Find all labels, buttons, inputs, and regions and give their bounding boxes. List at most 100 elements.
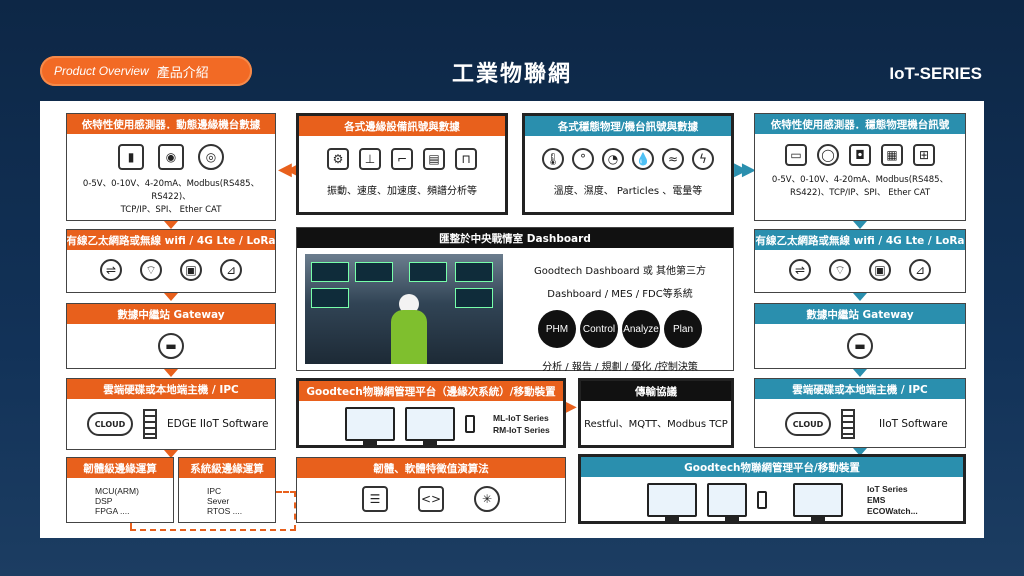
wifi-icon: ⌔ [829, 259, 851, 281]
left-cloud-title: 雲端硬碟或本地端主機 / IPC [67, 379, 275, 399]
gauge-icon: ◔ [602, 148, 624, 170]
left-network-title: 有線乙太網路或無線 wifi / 4G Lte / LoRa [67, 230, 275, 250]
platform-item: IoT Series [867, 483, 908, 494]
chevron-right-icon: ▶ [566, 399, 577, 415]
drill-icon: ⊥ [359, 148, 381, 170]
dashed-connector [130, 523, 132, 531]
server-icon [143, 409, 157, 439]
firmware-edge-box: 韌體級邊緣運算 MCU(ARM) DSP FPGA .... [66, 457, 174, 523]
wifi-icon: ⌔ [140, 259, 162, 281]
motor-icon: ⚙ [327, 148, 349, 170]
left-sensor-text1: 0-5V、0-10V、4-20mA、Modbus(RS485、RS422)、 [82, 179, 260, 202]
cloud-icon: CLOUD [87, 412, 133, 436]
environment-box: 各式穩態物理/機台訊號與數據 🌡 ° ◔ 💧 ≈ ϟ 溫度、濕度、 Partic… [522, 113, 734, 215]
control-badge: Control [580, 310, 618, 348]
dashboard-title: 匯整於中央戰情室 Dashboard [297, 228, 733, 248]
left-sensor-title: 依特性使用感測器．動態邊緣機台數據 [67, 114, 275, 134]
system-edge-box: 系統級邊緣運算 IPC Sever RTOS .... [178, 457, 276, 523]
right-platform-title: Goodtech物聯網管理平台/移動裝置 [581, 457, 963, 477]
algorithm-title: 韌體、軟體特徵值演算法 [297, 458, 565, 478]
lora-icon: ⊿ [220, 259, 242, 281]
tablet-icon [707, 483, 747, 521]
left-gateway-title: 數據中繼站 Gateway [67, 304, 275, 324]
4g-icon: ▣ [869, 259, 891, 281]
right-gateway-title: 數據中繼站 Gateway [755, 304, 965, 324]
left-gateway-box: 數據中繼站 Gateway ▬ [66, 303, 276, 369]
dashboard-line1: Goodtech Dashboard 或 其他第三方 [533, 266, 707, 277]
water-icon: ≈ [662, 148, 684, 170]
fw-item: FPGA .... [95, 506, 130, 516]
protocol-text: Restful、MQTT、Modbus TCP [584, 419, 728, 430]
machine-icon: ▤ [423, 148, 445, 170]
arrow-down-icon [164, 221, 178, 229]
cloud-icon: CLOUD [785, 412, 831, 436]
right-network-title: 有線乙太網路或無線 wifi / 4G Lte / LoRa [755, 230, 965, 250]
router-icon: ▬ [847, 333, 873, 359]
platform-item: RM-IoT Series [493, 425, 550, 435]
database-icon: ☰ [362, 486, 388, 512]
code-icon: <> [418, 486, 444, 512]
ethernet-icon: ⇌ [789, 259, 811, 281]
pressure-sensor-icon: ◉ [158, 144, 184, 170]
robot-arm-icon: ⌐ [391, 148, 413, 170]
monitor-icon [793, 483, 843, 521]
fw-item: DSP [95, 496, 113, 506]
vibration-sensor-icon: ▮ [118, 144, 144, 170]
platform-item: ML-IoT Series [493, 413, 549, 423]
left-sensor-box: 依特性使用感測器．動態邊緣機台數據 ▮ ◉ ◎ 0-5V、0-10V、4-20m… [66, 113, 276, 221]
connector-icon: ⊞ [913, 144, 935, 166]
edge-platform-title: Goodtech物聯網管理平台（邊緣次系統）/移動裝置 [299, 381, 563, 401]
dashboard-footer: 分析 / 報告 / 規劃 / 優化 /控制決策 [542, 362, 698, 373]
control-room-image [305, 254, 503, 364]
chip-icon: ▦ [881, 144, 903, 166]
phone-icon [757, 491, 767, 509]
monitor-icon [345, 407, 395, 445]
right-sensor-text2: RS422)、TCP/IP、SPI、 Ether CAT [789, 188, 931, 198]
protocol-box: 傳輸協議 Restful、MQTT、Modbus TCP [578, 378, 734, 448]
analyze-badge: Analyze [622, 310, 660, 348]
server-icon [841, 409, 855, 439]
arrow-down-icon [164, 293, 178, 301]
edge-devices-title: 各式邊緣設備訊號與數據 [299, 116, 505, 136]
left-software: EDGE IIoT Software [167, 418, 269, 430]
network-icon: ✳ [474, 486, 500, 512]
dashed-connector [130, 529, 296, 531]
sys-item: Sever [207, 496, 230, 506]
left-cloud-box: 雲端硬碟或本地端主機 / IPC CLOUD EDGE IIoT Softwar… [66, 378, 276, 450]
ct-clamp-icon: ◯ [817, 144, 839, 166]
platform-item: ECOWatch... [867, 505, 918, 516]
right-sensor-title: 依特性使用感測器．穩態物理機台訊號 [755, 114, 965, 134]
load-cell-icon: ◎ [198, 144, 224, 170]
arrow-down-icon [853, 221, 867, 229]
algorithm-box: 韌體、軟體特徵值演算法 ☰ <> ✳ [296, 457, 566, 523]
page-title: 工業物聯網 [451, 62, 572, 87]
monitor-icon [405, 407, 455, 445]
left-network-box: 有線乙太網路或無線 wifi / 4G Lte / LoRa ⇌ ⌔ ▣ ⊿ [66, 229, 276, 293]
probe-icon: ▭ [785, 144, 807, 166]
sensor-module-icon: ◘ [849, 144, 871, 166]
fw-item: MCU(ARM) [95, 486, 139, 496]
left-sensor-icons: ▮ ◉ ◎ [67, 144, 275, 170]
right-network-box: 有線乙太網路或無線 wifi / 4G Lte / LoRa ⇌ ⌔ ▣ ⊿ [754, 229, 966, 293]
power-icon: ϟ [692, 148, 714, 170]
ethernet-icon: ⇌ [100, 259, 122, 281]
right-sensor-text1: 0-5V、0-10V、4-20mA、Modbus(RS485、 [771, 175, 949, 185]
dashed-connector [276, 491, 296, 493]
humidity-icon: 💧 [632, 148, 654, 170]
edge-devices-box: 各式邊緣設備訊號與數據 ⚙ ⊥ ⌐ ▤ ⊓ 振動、速度、加速度、頻譜分析等 [296, 113, 508, 215]
product-overview-pill: Product Overview 產品介紹 [40, 56, 252, 86]
edge-devices-text: 振動、速度、加速度、頻譜分析等 [327, 186, 477, 197]
right-sensor-box: 依特性使用感測器．穩態物理機台訊號 ▭ ◯ ◘ ▦ ⊞ 0-5V、0-10V、4… [754, 113, 966, 221]
system-edge-title: 系統級邊緣運算 [179, 458, 275, 478]
monitor-icon [647, 483, 697, 521]
sys-item: IPC [207, 486, 222, 496]
phone-icon [465, 415, 475, 433]
chevron-right-icon: ▶▶ [734, 159, 756, 180]
pill-en: Product Overview [54, 64, 149, 78]
firmware-edge-title: 韌體級邊緣運算 [67, 458, 173, 478]
4g-icon: ▣ [180, 259, 202, 281]
platform-item: EMS [867, 494, 886, 505]
edge-platform-box: Goodtech物聯網管理平台（邊緣次系統）/移動裝置 ML-IoT Serie… [296, 378, 566, 448]
arrow-down-icon [853, 293, 867, 301]
lora-icon: ⊿ [909, 259, 931, 281]
